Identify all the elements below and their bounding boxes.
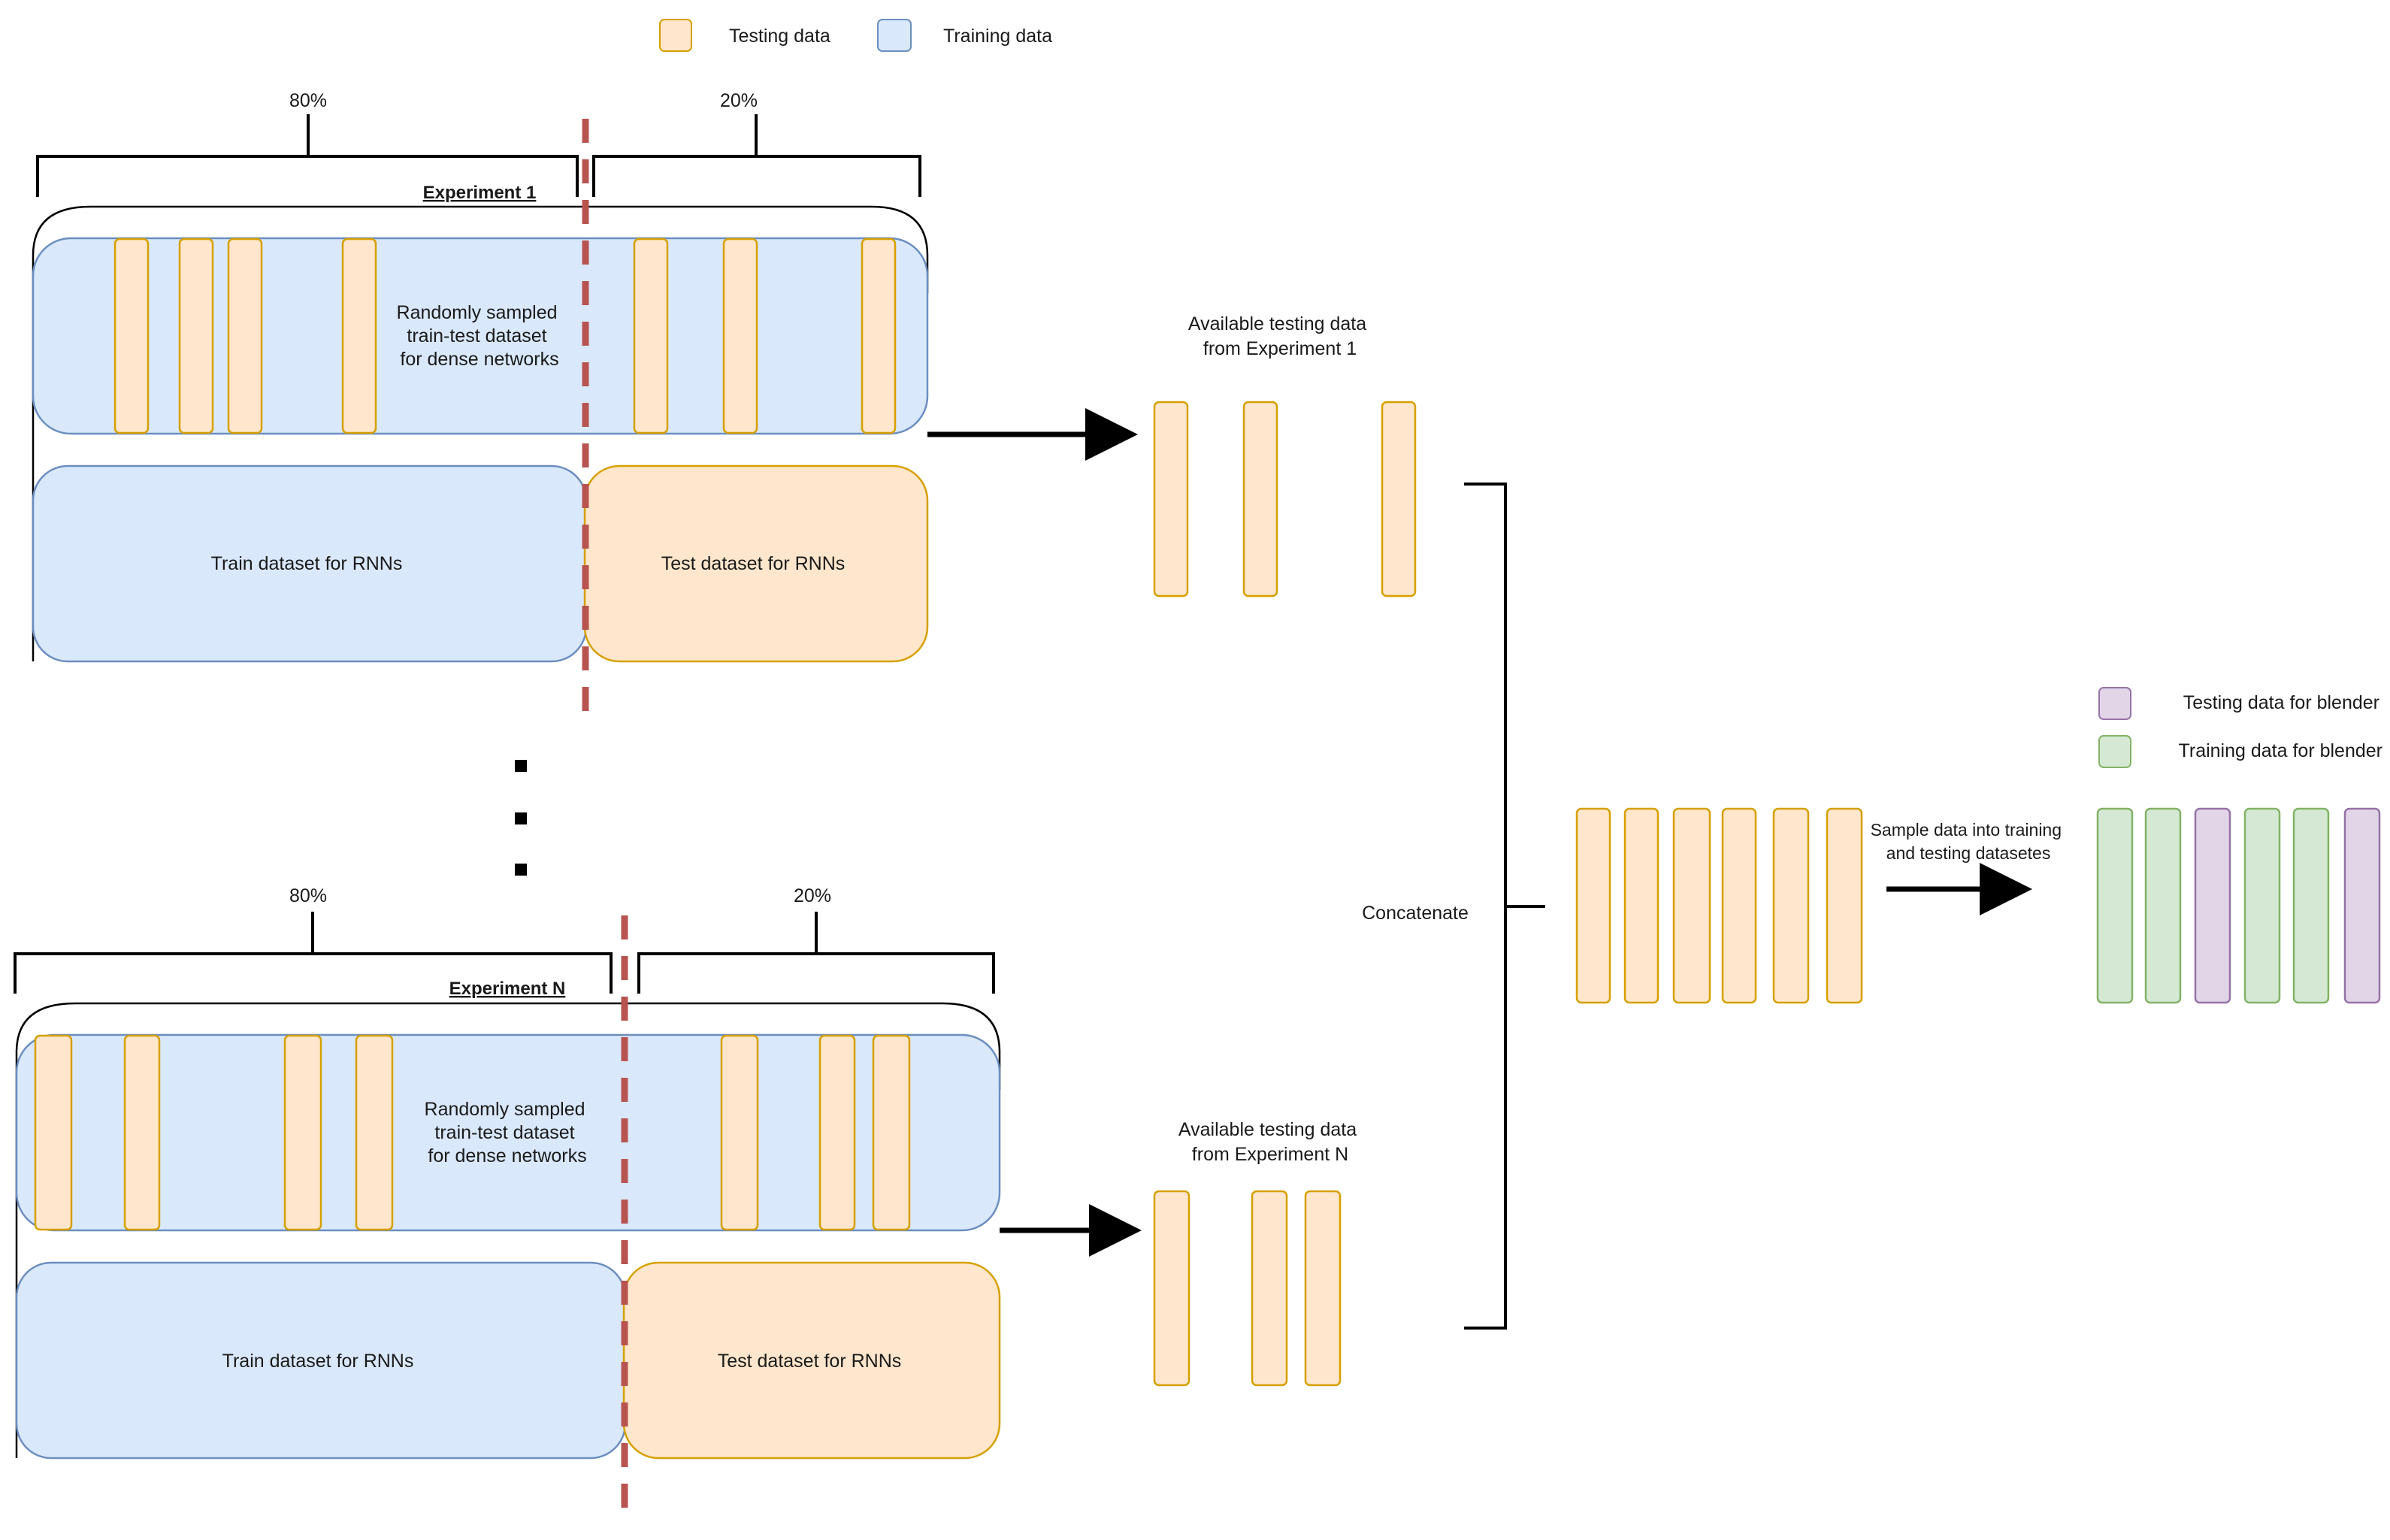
experiment-n-group: 80% 20% Experiment N Randomly sampled tr… [14,885,1142,1524]
blender-train-bar [2144,807,2182,1004]
test-bar [355,1034,394,1231]
available-test-bar [1381,401,1417,598]
available-test-bar [1153,401,1189,598]
concatenate-label: Concatenate [1362,903,1469,924]
test-bar [818,1034,856,1231]
blender-test-bar [2194,807,2231,1004]
blender-test-bar [2343,807,2381,1004]
concat-test-bar [1575,807,1611,1004]
blender-train-bar [2096,807,2134,1004]
sample-label: Sample data into training and testing da… [1871,820,2067,863]
legend-training-swatch [877,19,912,52]
concat-bracket-line [1464,483,1545,1330]
dot [515,760,527,772]
exp1-random-test-bars [113,238,897,434]
test-bar [720,1034,759,1231]
legend-blender-training-swatch [2098,735,2131,768]
dot [515,864,527,876]
concat-test-bar [1623,807,1659,1004]
available-test-bar [1251,1190,1288,1387]
exp1-train-rnn-label: Train dataset for RNNs [211,553,403,574]
expn-bracket-left [14,912,613,994]
available-expn-label: Available testing data from Experiment N [1178,1119,1362,1165]
available-test-bar [1304,1190,1342,1387]
test-bar [178,238,214,434]
concat-test-bar [1721,807,1757,1004]
expn-random-label: Randomly sampled train-test dataset for … [425,1099,591,1166]
test-bar [341,238,377,434]
expn-title: Experiment N [449,979,566,999]
exp1-random-label: Randomly sampled train-test dataset for … [397,302,563,370]
blender-train-bar [2243,807,2281,1004]
exp1-bracket-right [592,114,921,197]
test-bar [34,1034,73,1231]
test-bar [633,238,669,434]
blender-legend: Testing data for blender Training data f… [2098,687,2382,768]
test-bar [283,1034,322,1231]
exp1-bracket-left [36,114,579,197]
expn-bracket-right [637,912,995,994]
expn-test-rnn-label: Test dataset for RNNs [718,1351,902,1372]
test-bar [861,238,897,434]
concatenate-bracket: Concatenate [1362,483,1545,1330]
ellipsis-dots [515,760,527,876]
expn-outer-frame [15,1002,1001,1090]
top-legend: Testing data Training data [659,19,1052,52]
test-bar [123,1034,161,1231]
legend-testing-swatch [659,19,692,52]
available-expn: Available testing data from Experiment N [1153,1119,1362,1387]
legend-blender-testing-label: Testing data for blender [2183,692,2379,713]
available-exp1: Available testing data from Experiment 1 [1153,313,1417,598]
exp1-test-rnn-label: Test dataset for RNNs [661,553,846,574]
expn-test-rnn-box [622,1261,1001,1460]
exp1-title: Experiment 1 [423,183,537,203]
experiment-1-group: 80% 20% Experiment 1 Randomly sampled tr… [32,90,1138,728]
expn-pct-left: 80% [289,885,327,906]
legend-training-label: Training data [943,26,1052,47]
legend-blender-testing-swatch [2098,687,2131,720]
test-bar [227,238,263,434]
blender-bars [2096,807,2381,1004]
concat-test-bar [1826,807,1863,1004]
test-bar [113,238,150,434]
expn-random-test-bars [34,1034,911,1231]
available-test-bar [1153,1190,1190,1387]
exp1-pct-right: 20% [720,90,758,111]
expn-train-rnn-label: Train dataset for RNNs [222,1351,414,1372]
exp1-test-rnn-box [583,464,929,663]
test-bar [872,1034,911,1231]
test-bar [722,238,758,434]
dot [515,812,527,824]
concat-test-bar [1672,807,1711,1004]
available-test-bar [1242,401,1278,598]
concat-test-bar [1772,807,1810,1004]
blender-train-bar [2292,807,2330,1004]
legend-blender-training-label: Training data for blender [2179,740,2382,761]
expn-pct-right: 20% [794,885,831,906]
exp1-outer-frame [32,205,929,293]
legend-testing-label: Testing data [729,26,830,47]
concatenated-bars [1575,807,1863,1004]
available-exp1-label: Available testing data from Experiment 1 [1188,313,1372,359]
sample-step: Sample data into training and testing da… [1871,820,2067,915]
exp1-pct-left: 80% [289,90,327,111]
